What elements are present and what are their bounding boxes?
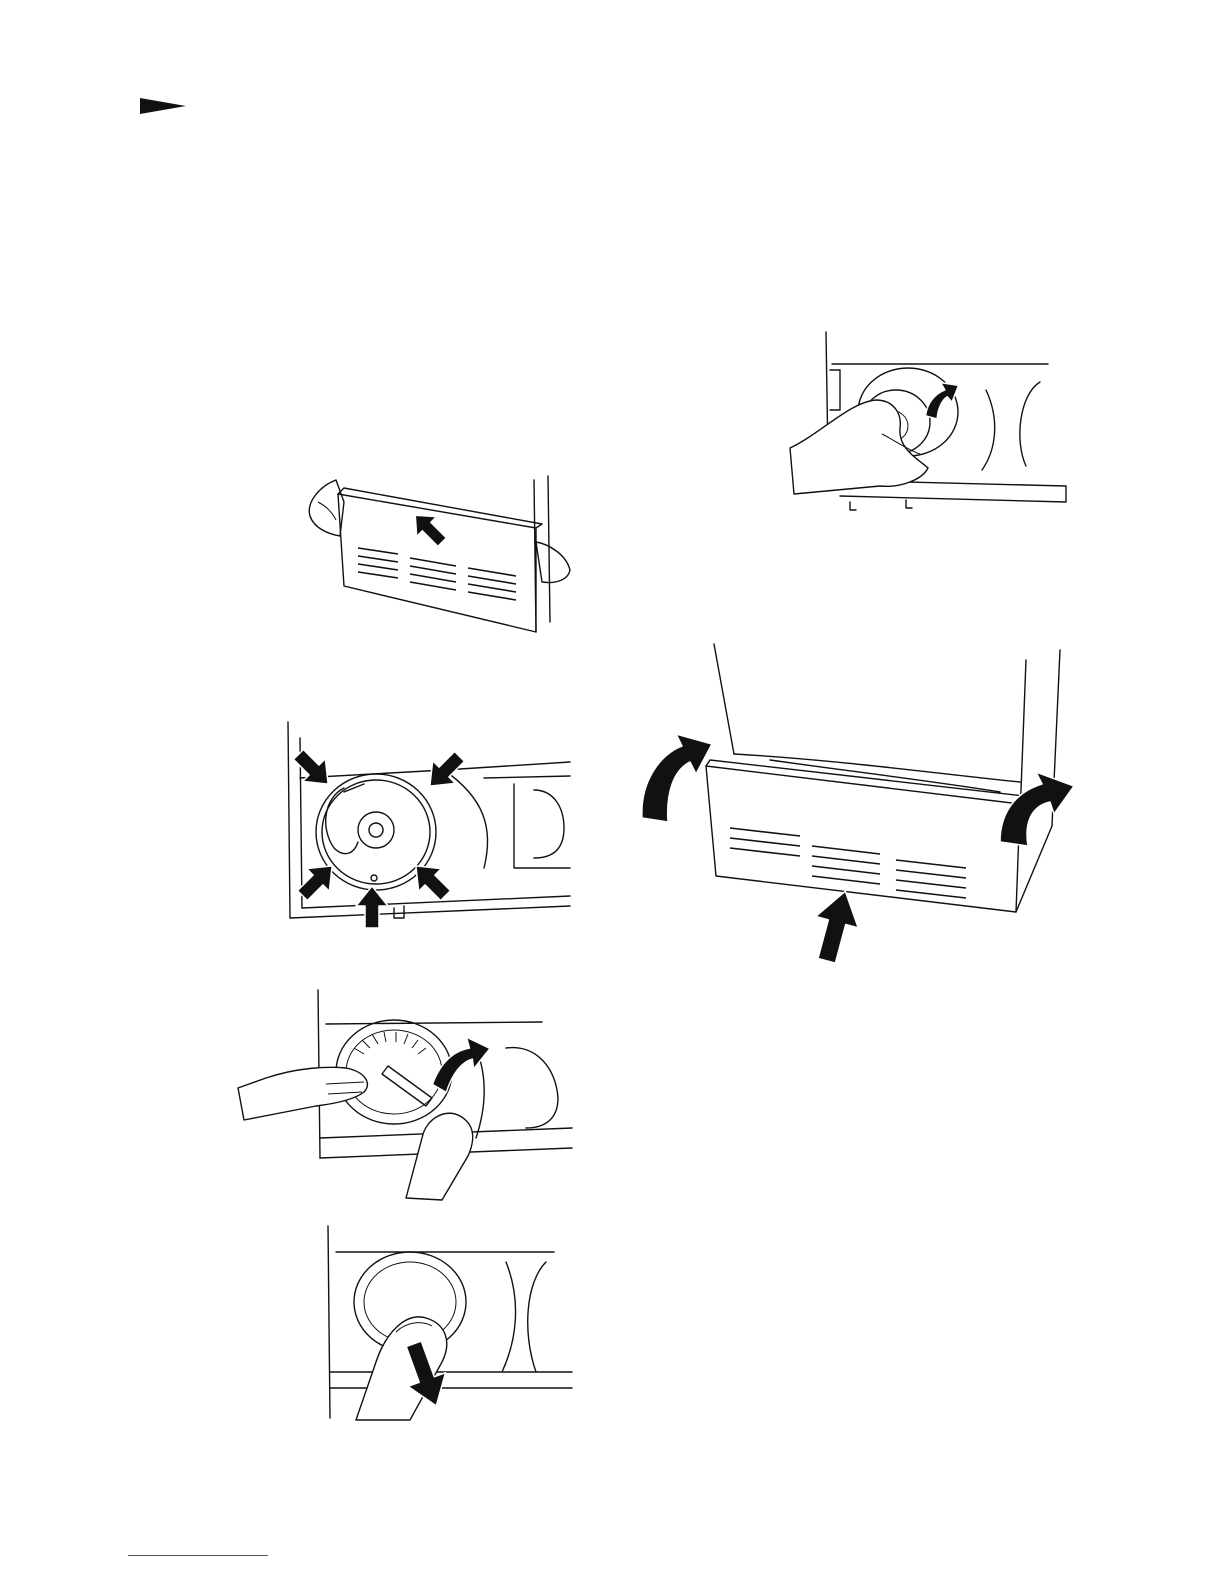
vent-slots <box>358 548 516 600</box>
fig-refit-fan <box>790 330 1080 514</box>
vent-slots <box>730 828 966 898</box>
section-marker-icon <box>140 96 188 121</box>
fig-fan-cover-clips <box>284 718 576 936</box>
fig-pull-out-fan <box>326 1222 576 1420</box>
fig-refit-kickplate <box>640 642 1080 968</box>
clip-arrow-icon <box>405 855 457 907</box>
fig-remove-kickplate <box>298 472 578 637</box>
bottom-link-rule <box>128 1555 268 1556</box>
lift-arrow-icon <box>642 734 712 822</box>
clip-arrow-icon <box>287 743 339 795</box>
push-in-arrow-icon <box>925 379 958 422</box>
clip-arrow-icon <box>291 855 343 907</box>
clip-arrow-icon <box>356 886 388 928</box>
push-up-arrow-icon <box>805 886 866 967</box>
fig-unscrew-fan-nut <box>236 988 576 1200</box>
lift-arrow-icon <box>1000 772 1074 846</box>
